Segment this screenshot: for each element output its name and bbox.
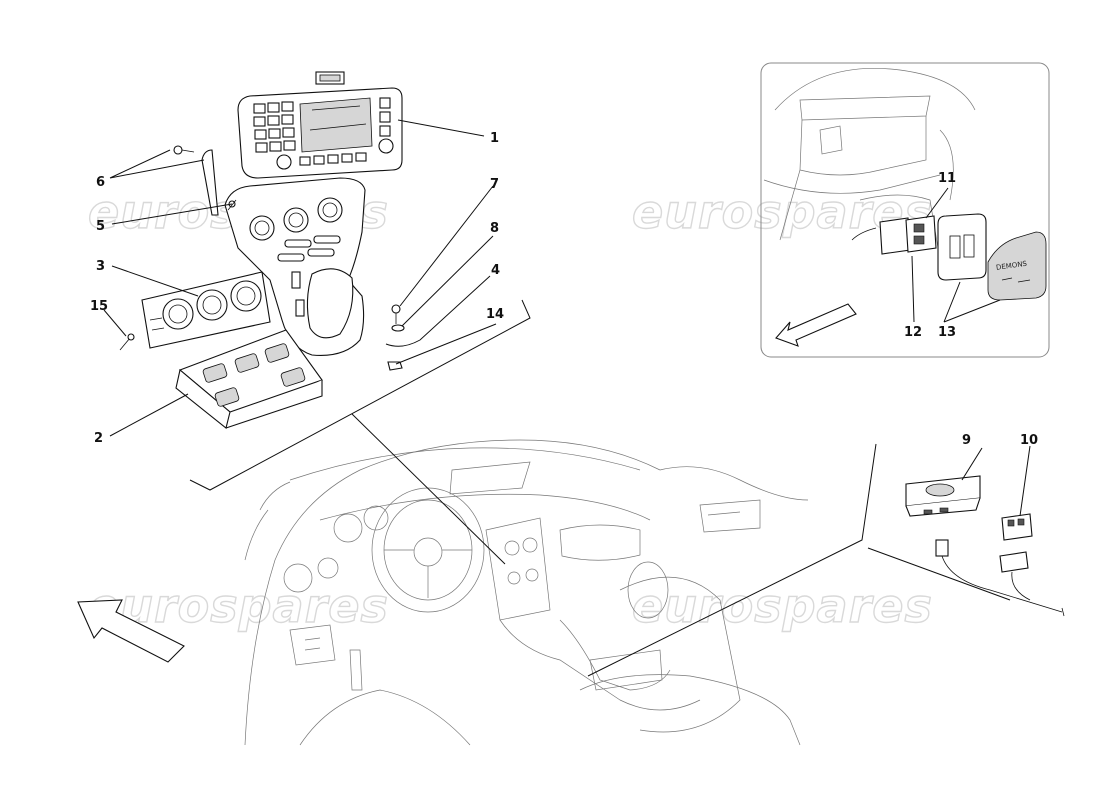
console-pointer-line bbox=[351, 413, 506, 565]
callout-9: 9 bbox=[962, 433, 971, 448]
callout-15: 15 bbox=[90, 299, 108, 314]
switch-pointer-line bbox=[587, 443, 1011, 677]
console-bezel bbox=[201, 149, 366, 356]
callout-5: 5 bbox=[96, 219, 105, 234]
callout-11: 11 bbox=[938, 171, 956, 186]
callout-8: 8 bbox=[490, 221, 499, 236]
callout-10: 10 bbox=[1020, 433, 1038, 448]
display-unit bbox=[237, 71, 403, 179]
callout-12: 12 bbox=[904, 325, 922, 340]
inset-button-cap: DEMONS bbox=[987, 231, 1047, 301]
inset-switch-block bbox=[851, 215, 937, 255]
leader-lines bbox=[103, 119, 1031, 517]
callout-7: 7 bbox=[490, 177, 499, 192]
climate-control-panel bbox=[141, 271, 271, 349]
callout-14: 14 bbox=[486, 307, 504, 322]
switch-panel bbox=[175, 329, 323, 429]
callout-3: 3 bbox=[96, 259, 105, 274]
direction-arrow bbox=[77, 599, 185, 663]
inset-detail: DEMONS bbox=[760, 62, 1050, 358]
screws bbox=[119, 145, 405, 371]
connector-unit bbox=[999, 513, 1033, 573]
callout-6: 6 bbox=[96, 175, 105, 190]
group-bracket bbox=[189, 299, 531, 491]
callout-4: 4 bbox=[491, 263, 500, 278]
watermark-bottom-right: eurospares bbox=[632, 579, 933, 633]
car-interior bbox=[244, 439, 809, 746]
display-keypad bbox=[253, 101, 296, 153]
inset-switch-panel bbox=[937, 213, 987, 281]
callout-2: 2 bbox=[94, 431, 103, 446]
callout-labels: 1 2 3 4 5 6 7 8 9 10 11 12 13 14 15 bbox=[90, 131, 1038, 448]
switch-unit bbox=[905, 475, 981, 517]
callout-1: 1 bbox=[490, 131, 499, 146]
inset-arrow bbox=[775, 303, 857, 347]
wiring-harness bbox=[935, 539, 1065, 617]
callout-13: 13 bbox=[938, 325, 956, 340]
